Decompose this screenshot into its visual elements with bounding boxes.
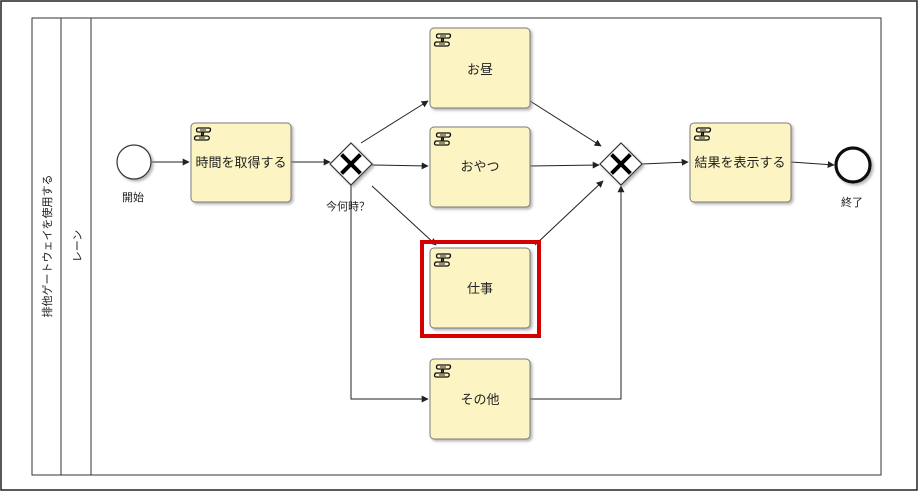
gateway-split-label: 今何時？ [326,199,370,213]
task-other[interactable]: その他 [429,358,531,440]
start-event-label: 開始 [122,190,144,204]
flow-snack-to-merge[interactable] [529,161,600,169]
end-event[interactable] [834,146,872,184]
task-work-label: 仕事 [467,282,493,297]
gateway-split[interactable] [329,142,373,186]
end-event-label: 終了 [841,195,863,209]
flow-gateway-to-other[interactable] [350,185,429,403]
task-show-result[interactable]: 結果を表示する [689,122,792,203]
flow-work-to-merge[interactable] [534,180,604,246]
task-work[interactable]: 仕事 [420,240,541,338]
flow-gateway-to-lunch[interactable] [360,100,429,144]
task-other-label: その他 [460,393,499,408]
pool-label: 排他ゲートウェイを使用する [40,175,54,318]
start-event[interactable] [116,144,152,180]
sequence-flows [152,100,835,403]
task-lunch-label: お昼 [467,63,493,78]
gateway-merge[interactable] [599,142,643,186]
flow-show-result-to-end[interactable] [790,161,835,169]
task-get-time-label: 時間を取得する [195,155,286,171]
exclusive-x-icon [610,153,632,175]
task-snack[interactable]: おやつ [429,126,531,208]
task-get-time[interactable]: 時間を取得する [190,122,292,203]
selection-highlight [420,240,541,338]
flow-merge-to-show-result[interactable] [641,158,689,166]
task-lunch[interactable]: お昼 [429,27,531,109]
flow-gateway-to-work[interactable] [371,185,437,246]
flow-gateway-to-snack[interactable] [371,162,429,170]
task-snack-label: おやつ [460,160,499,175]
lane-label: レーン [71,230,84,262]
exclusive-x-icon [340,153,362,175]
flow-other-to-merge[interactable] [530,185,625,400]
task-show-result-label: 結果を表示する [694,156,785,171]
flow-lunch-to-merge[interactable] [529,100,602,147]
